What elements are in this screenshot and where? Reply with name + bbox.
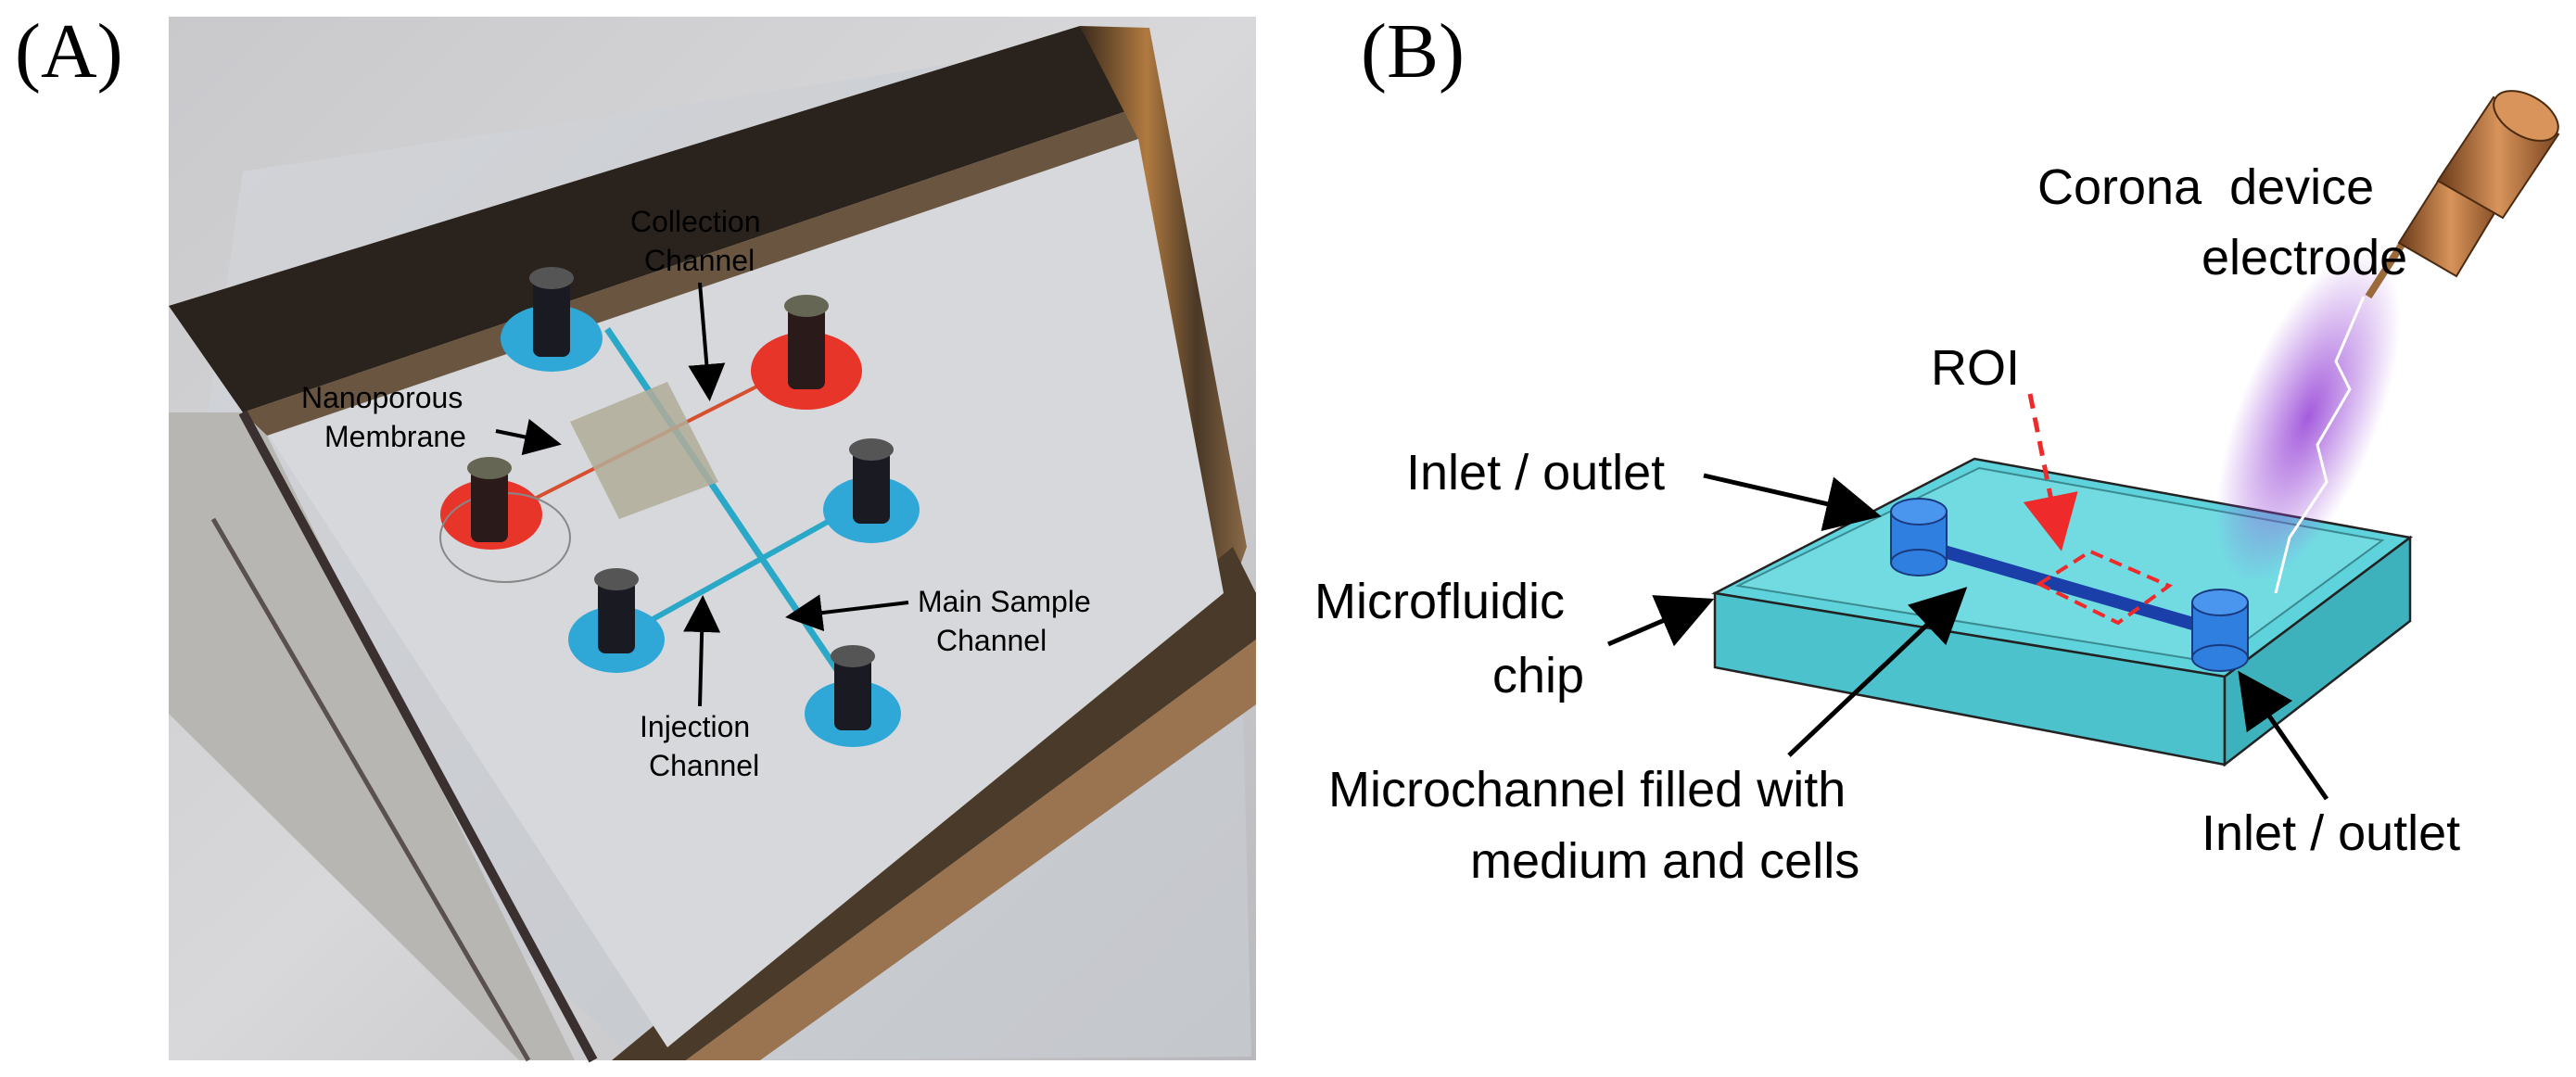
label-injection-line1: Injection: [640, 710, 750, 743]
nanoporous-membrane: [570, 382, 718, 519]
label-collection-line1: Collection: [630, 205, 761, 238]
glass-edge-right: [1080, 26, 1247, 612]
arrow-nanoporous: [495, 418, 562, 456]
arrow-chip: [1607, 595, 1715, 647]
arrow-injection: [683, 595, 721, 707]
panel-b-letter: (B): [1361, 8, 1465, 95]
roi-arrow: [2023, 393, 2078, 551]
glass-edge-left-line: [238, 410, 598, 1063]
label-micro-line2: medium and cells: [1470, 833, 1859, 889]
arrow-inlet-right: [2238, 670, 2329, 801]
label-injection-line2: Channel: [649, 749, 759, 782]
label-nanoporous-line2: Membrane: [324, 420, 466, 453]
label-chip-line1: Microfluidic: [1314, 574, 1565, 629]
label-micro-line1: Microchannel filled with: [1328, 762, 1846, 817]
chip-surface: [269, 139, 1224, 1047]
glass-edge-left-line2: [210, 517, 531, 1062]
label-inlet-left: Inlet / outlet: [1406, 445, 1665, 500]
arrow-microchannel: [1787, 587, 1968, 757]
port-right-middle: [823, 438, 920, 543]
arrow-main: [785, 594, 909, 632]
label-main-line2: Channel: [936, 624, 1047, 657]
discharge-arc: [2274, 296, 2366, 594]
glass-edge-left: [169, 412, 575, 1060]
port-right-cylinder: [2191, 589, 2249, 672]
label-inlet-right: Inlet / outlet: [2202, 805, 2460, 861]
port-bottom-left: [568, 568, 665, 673]
corona-electrode: [2365, 90, 2560, 299]
arrow-inlet-left: [1703, 473, 1882, 531]
glass-edge-bottom-front: [686, 640, 1256, 1060]
glass-edge-top: [169, 26, 1126, 412]
plasma-glow: [2215, 251, 2401, 583]
roi-region: [2035, 549, 2174, 626]
port-top-left: [501, 267, 603, 372]
panel-a-letter: (A): [15, 8, 123, 95]
label-nanoporous-line1: Nanoporous: [301, 381, 463, 414]
glass-edge-top-inner: [243, 111, 1138, 436]
injection-channel-line: [615, 502, 859, 642]
microchannel: [1922, 540, 2222, 637]
label-chip-line2: chip: [1492, 648, 1584, 703]
label-corona-line1: Corona device: [2037, 159, 2374, 215]
label-corona-line2: electrode: [2202, 230, 2407, 285]
port-red-left: [439, 457, 571, 583]
label-main-line1: Main Sample: [918, 585, 1091, 618]
port-left-cylinder: [1890, 498, 1948, 577]
arrow-collection: [688, 282, 726, 401]
port-red-top: [751, 295, 862, 410]
label-roi: ROI: [1931, 340, 2020, 396]
port-bottom-right: [805, 645, 901, 747]
label-collection-line2: Channel: [644, 244, 755, 277]
